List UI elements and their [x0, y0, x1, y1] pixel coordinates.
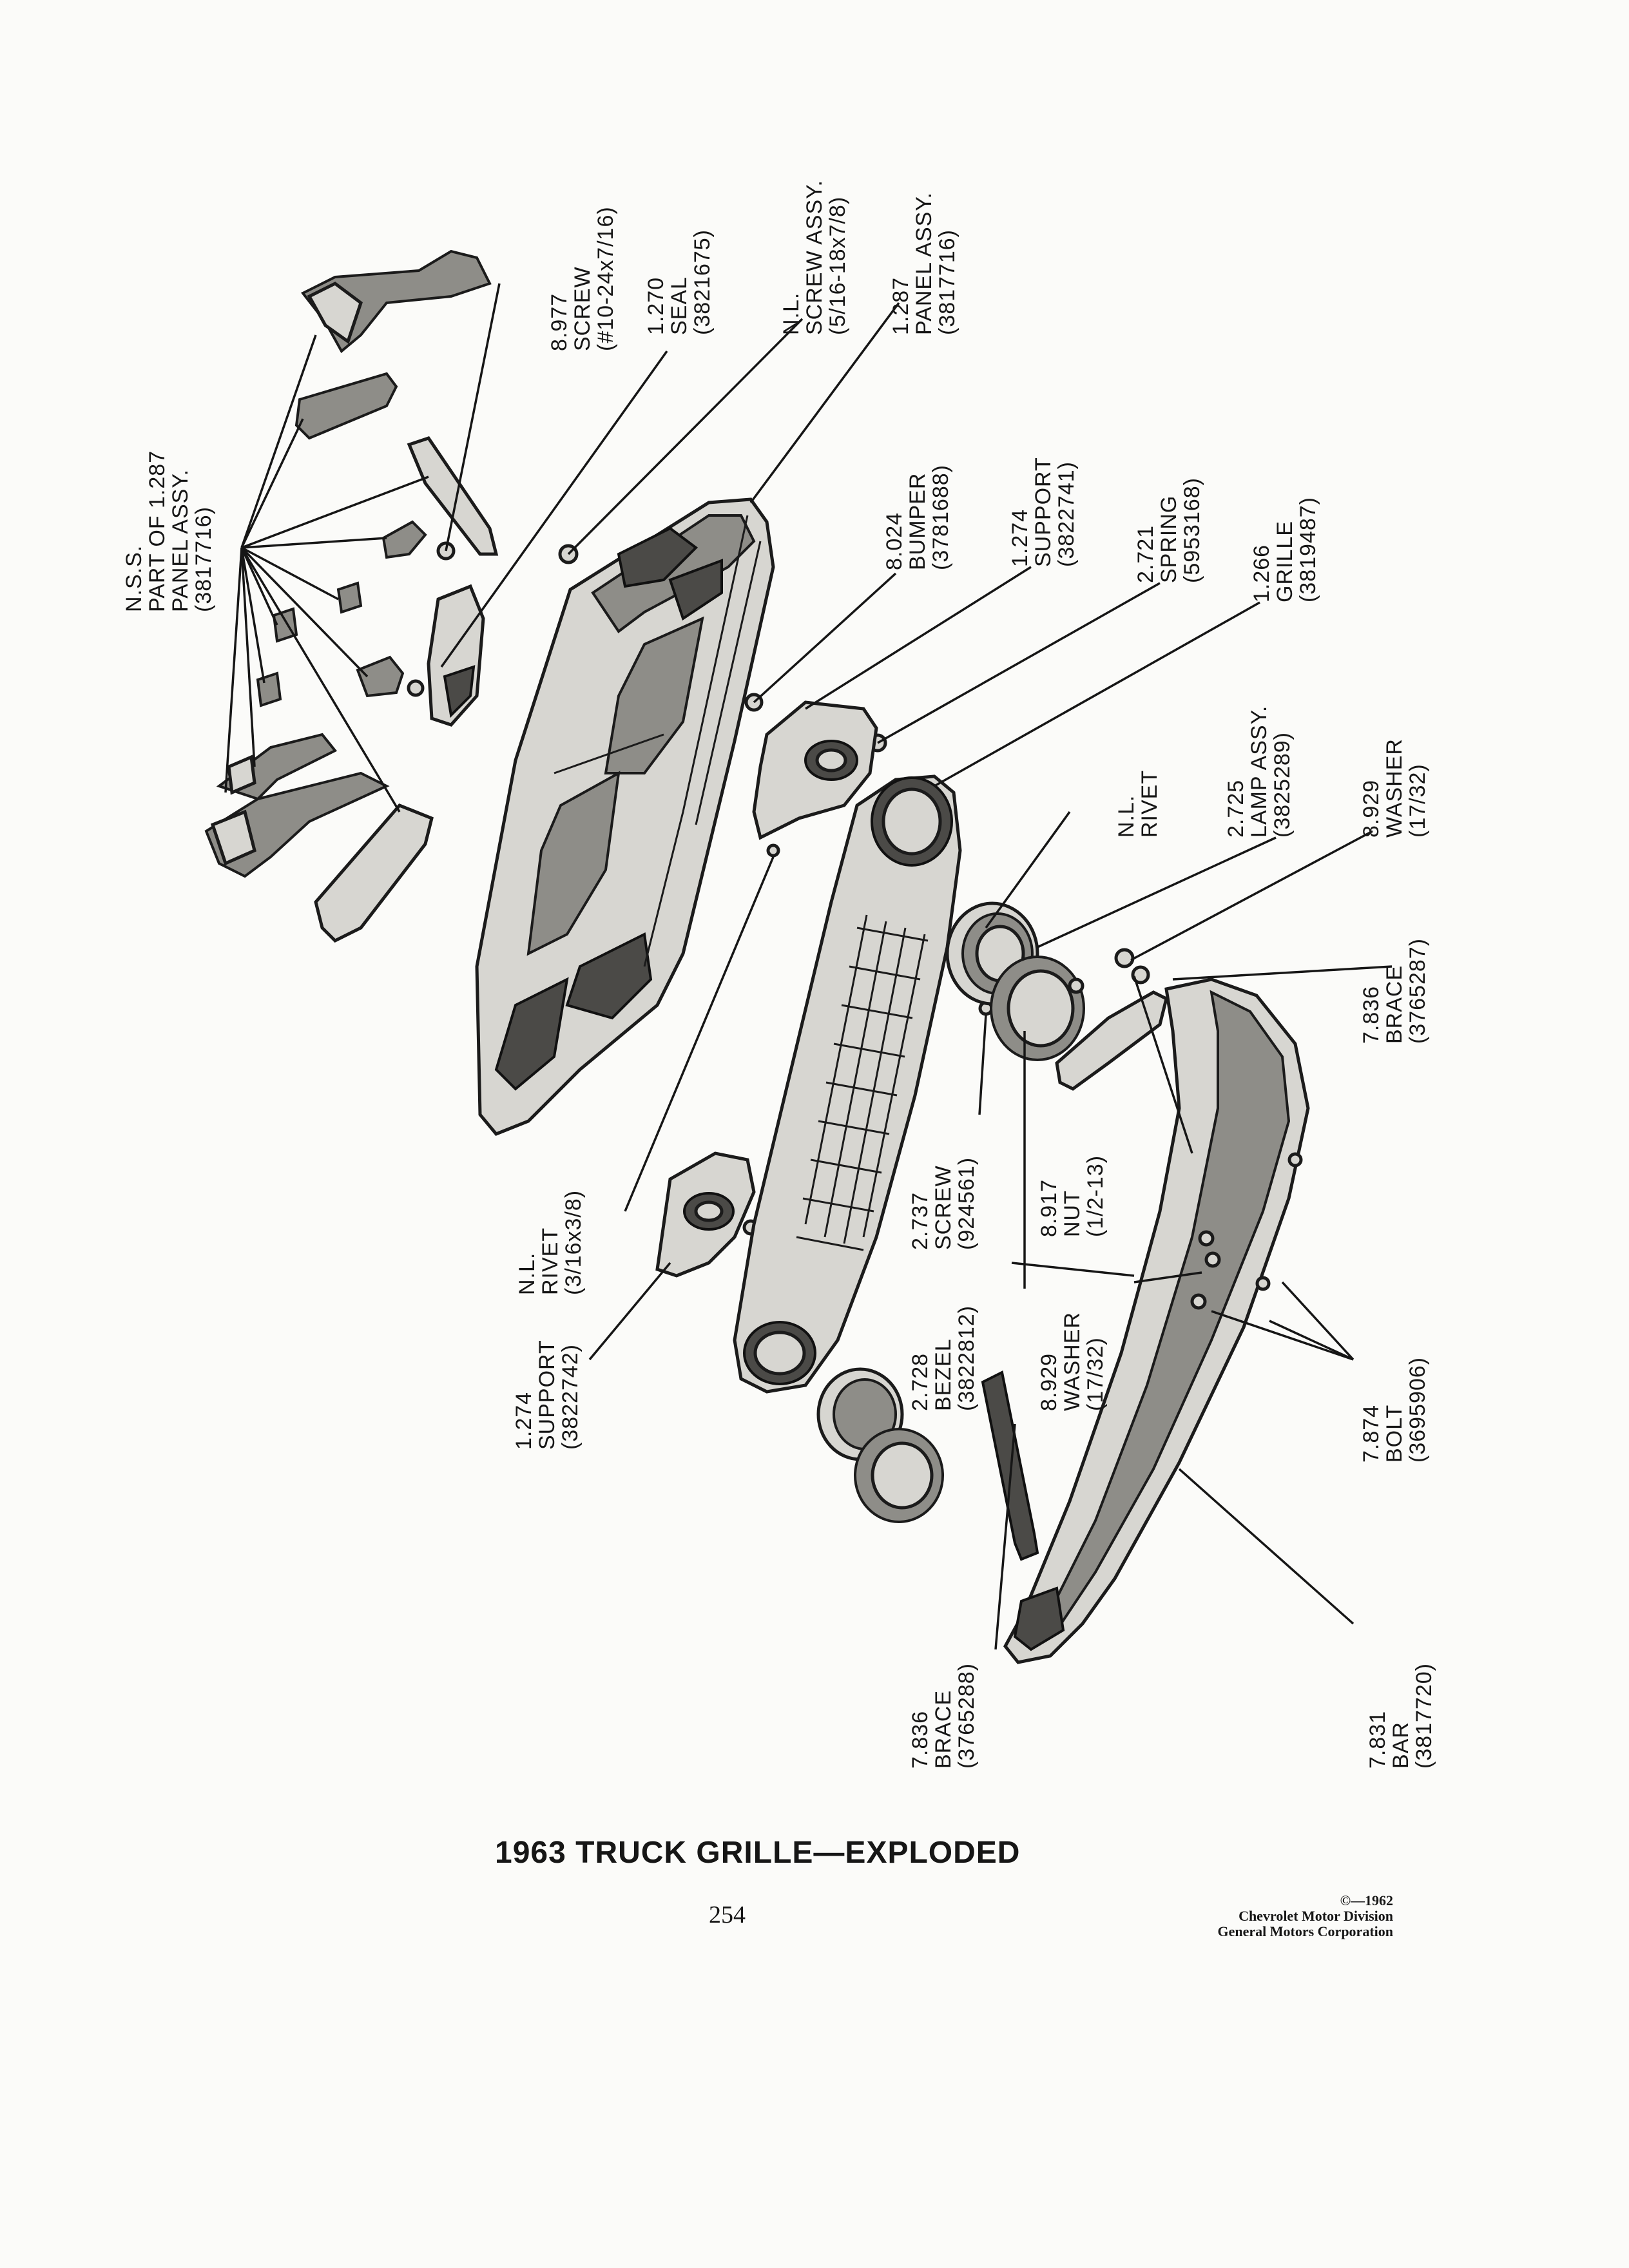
- copyright-year: ©—1962: [1340, 1892, 1393, 1908]
- copyright-division: Chevrolet Motor Division: [1239, 1908, 1393, 1924]
- callout-spring-2721: 2.721 SPRING (5953168): [1133, 477, 1204, 583]
- panel-long-bracket: [314, 803, 434, 943]
- panel-screw-2: [407, 679, 425, 697]
- rivet-upper: [766, 843, 780, 858]
- lamp-bezel-lower: [854, 1428, 944, 1523]
- support-lower: [655, 1151, 759, 1278]
- panel-clip-3: [336, 581, 363, 614]
- callout-bumper-8024: 8.024 BUMPER (3781688): [882, 464, 953, 570]
- panel-bracket-lower: [204, 771, 390, 878]
- bumper-bar: [1003, 977, 1310, 1664]
- support-upper: [752, 700, 878, 840]
- panel-bracket-top: [300, 249, 492, 354]
- callout-seal-1270: 1.270 SEAL (3821675): [644, 229, 715, 335]
- callout-washer-8929-upper: 8.929 WASHER (17/32): [1359, 738, 1430, 838]
- callout-screw-assy-nl: N.L. SCREW ASSY. (5/16-18x7/8): [779, 180, 850, 335]
- brace-lower: [981, 1370, 1039, 1561]
- callout-nut-8917: 8.917 NUT (1/2-13): [1037, 1155, 1108, 1237]
- callout-bar-7831: 7.831 BAR (3817720): [1365, 1662, 1436, 1769]
- callout-support-1274-lower: 1.274 SUPPORT (3822742): [512, 1340, 583, 1450]
- brace-upper: [1055, 990, 1168, 1091]
- panel-clip-6: [256, 671, 282, 707]
- callout-nss-panel-parts: N.S.S. PART OF 1.287 PANEL ASSY. (381771…: [122, 450, 216, 612]
- nut-upper: [1131, 965, 1150, 985]
- callout-rivet-nl-lower: N.L. RIVET (3/16x3/8): [515, 1189, 586, 1295]
- washer-upper: [1114, 948, 1135, 968]
- callout-screw-2737: 2.737 SCREW (924561): [908, 1157, 979, 1250]
- panel-bracket-left: [216, 733, 338, 801]
- callout-panel-assy-1287: 1.287 PANEL ASSY. (3817716): [889, 191, 959, 335]
- panel-clip-4: [272, 607, 298, 643]
- callout-brace-7836-upper: 7.836 BRACE (3765287): [1359, 937, 1430, 1044]
- callout-lamp-assy-2725: 2.725 LAMP ASSY. (3825289): [1224, 705, 1295, 838]
- callout-screw-8977: 8.977 SCREW (#10-24x7/16): [547, 206, 618, 351]
- panel-seal-strip: [427, 584, 485, 727]
- lamp-bezel-upper: [990, 956, 1085, 1061]
- panel-assembly: [475, 497, 775, 1136]
- callout-rivet-nl-upper: N.L. RIVET: [1114, 769, 1162, 838]
- callout-washer-8929-lower: 8.929 WASHER (17/32): [1037, 1312, 1108, 1411]
- panel-clip-2: [381, 520, 427, 559]
- panel-clip-5: [356, 655, 405, 698]
- callout-grille-1266: 1.266 GRILLE (3819487): [1249, 496, 1320, 602]
- callout-bezel-2728: 2.728 BEZEL (3822812): [908, 1305, 979, 1411]
- copyright-notice: ©—1962 Chevrolet Motor Division General …: [1115, 1892, 1394, 1939]
- leader-lines: [224, 283, 1393, 1650]
- panel-strap: [407, 436, 499, 556]
- page-number: 254: [709, 1901, 746, 1928]
- callout-brace-7836-lower: 7.836 BRACE (3765288): [908, 1662, 979, 1769]
- callout-bolt-7874: 7.874 BOLT (3695906): [1359, 1356, 1430, 1463]
- copyright-corporation: General Motors Corporation: [1217, 1923, 1394, 1939]
- panel-clip-1: [294, 372, 398, 440]
- callout-support-1274-upper: 1.274 SUPPORT (3822741): [1008, 457, 1079, 567]
- page-title: 1963 TRUCK GRILLE—EXPLODED: [495, 1836, 1021, 1870]
- grille: [733, 774, 962, 1394]
